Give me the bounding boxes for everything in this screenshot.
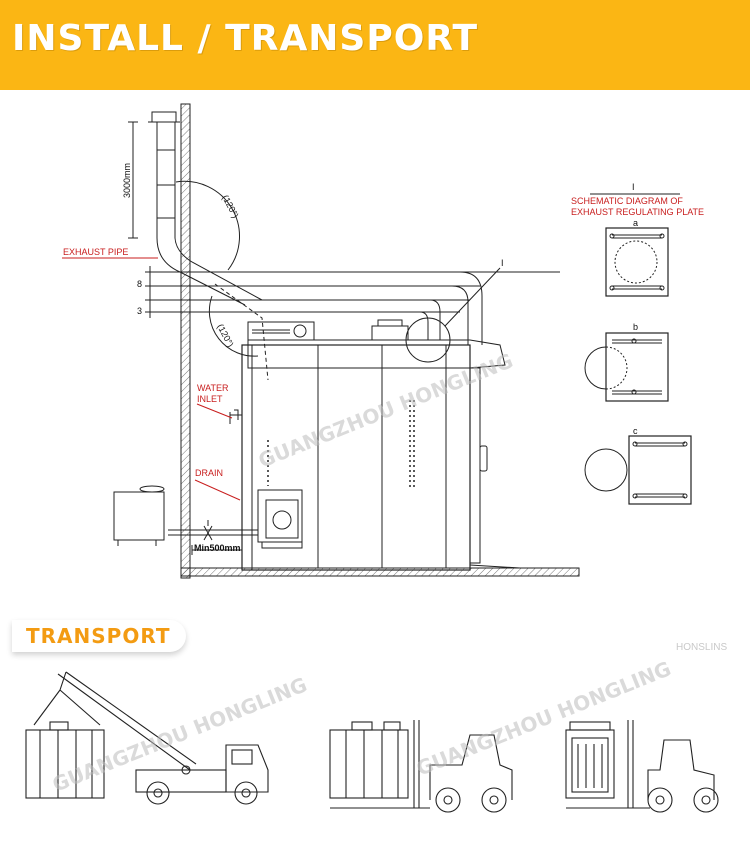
ref-I-label: I bbox=[501, 258, 504, 268]
drain-label: DRAIN bbox=[195, 468, 223, 478]
watermark-2: GUANGZHOU HONGLING bbox=[49, 672, 311, 796]
floor bbox=[180, 567, 580, 577]
chimney-cap bbox=[151, 111, 177, 123]
plate-c-label: c bbox=[633, 426, 638, 436]
angle-top-label: (120°) bbox=[220, 193, 240, 219]
exhaust-pipe-label: EXHAUST PIPE bbox=[63, 247, 128, 257]
brand-mark: HONSLINS bbox=[676, 642, 727, 653]
section-title: TRANSPORT bbox=[26, 624, 171, 648]
angle-bottom-label: (120°) bbox=[215, 322, 235, 348]
plate-b-label: b bbox=[633, 322, 638, 332]
page-title: INSTALL / TRANSPORT bbox=[12, 18, 479, 59]
wall bbox=[180, 103, 191, 579]
height-dimension-label: 3000mm bbox=[122, 163, 132, 198]
water-inlet-label-2: INLET bbox=[197, 394, 223, 404]
min-distance-label: Min500mm bbox=[194, 543, 241, 553]
dim-8-label: 8 bbox=[137, 279, 142, 289]
crane-truck-drawing bbox=[25, 671, 269, 805]
exhaust-plate-schematic bbox=[584, 193, 692, 505]
watermark-1: GUANGZHOU HONGLING bbox=[255, 348, 517, 472]
schematic-title-line2: EXHAUST REGULATING PLATE bbox=[571, 207, 704, 217]
schematic-title-line1: SCHEMATIC DIAGRAM OF bbox=[571, 196, 683, 206]
forklift-side-drawing bbox=[329, 720, 513, 813]
schematic-ref-label: I bbox=[632, 182, 635, 192]
water-inlet-label-1: WATER bbox=[197, 383, 229, 393]
watermark-3: GUANGZHOU HONGLING bbox=[413, 656, 675, 780]
header-banner: INSTALL / TRANSPORT bbox=[0, 0, 750, 90]
forklift-front-drawing bbox=[565, 720, 719, 813]
dim-3-label: 3 bbox=[137, 306, 142, 316]
plate-a-label: a bbox=[633, 218, 638, 228]
transport-section-tab: TRANSPORT bbox=[12, 620, 187, 652]
installation-drawing bbox=[62, 103, 580, 579]
